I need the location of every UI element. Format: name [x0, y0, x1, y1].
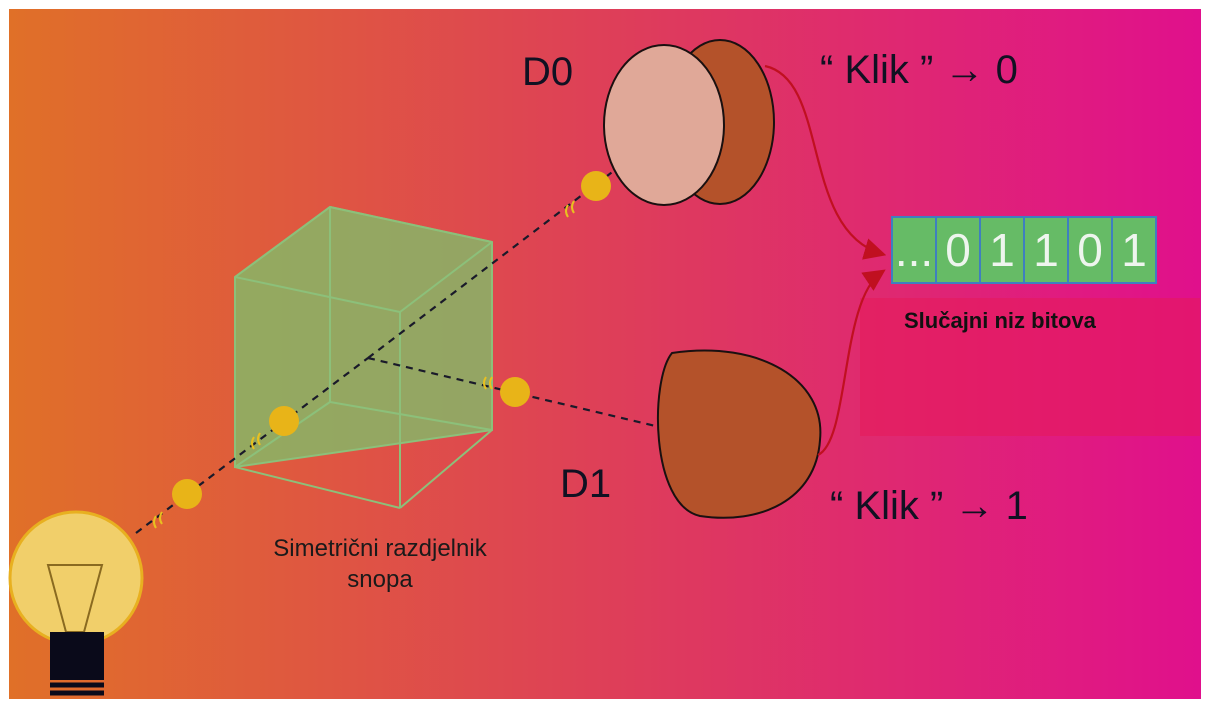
open-quote: “ [820, 48, 834, 92]
splitter-label-line1: Simetrični razdjelnik [273, 535, 487, 562]
open-quote: “ [830, 484, 844, 528]
close-quote: ” [920, 48, 934, 92]
detector-icon [656, 349, 822, 519]
arrow-icon: → [954, 484, 995, 528]
splitter-label: Simetrični razdjelnik snopa [222, 533, 538, 595]
detector-output-wires [764, 64, 887, 456]
detector-icon [603, 39, 775, 206]
click-word: Klik [854, 484, 919, 528]
d1-click-output: “ Klik ” → 1 [830, 484, 1028, 529]
bit-cell: 1 [1111, 216, 1157, 284]
click-word: Klik [844, 48, 909, 92]
bit-label-panel [860, 298, 1200, 436]
beam-splitter-icon [234, 205, 493, 509]
bit-cell: 1 [1023, 216, 1069, 284]
d0-click-output: “ Klik ” → 0 [820, 48, 1018, 93]
d1-label: D1 [560, 462, 612, 506]
d1-value: 1 [1005, 484, 1028, 528]
light-bulb-icon [8, 510, 144, 696]
bit-string-label: Slučajni niz bitova [904, 308, 1096, 333]
bit-string: ... 0 1 1 0 1 [891, 216, 1157, 284]
arrow-icon: → [944, 48, 985, 92]
d0-value: 0 [995, 48, 1018, 92]
photon-icon [153, 171, 611, 529]
bit-cell: ... [891, 216, 937, 284]
d0-label: D0 [522, 50, 574, 94]
bit-cell: 1 [979, 216, 1025, 284]
splitter-label-line2: snopa [347, 566, 413, 593]
bit-cell: 0 [1067, 216, 1113, 284]
close-quote: ” [930, 484, 944, 528]
bit-cell: 0 [935, 216, 981, 284]
